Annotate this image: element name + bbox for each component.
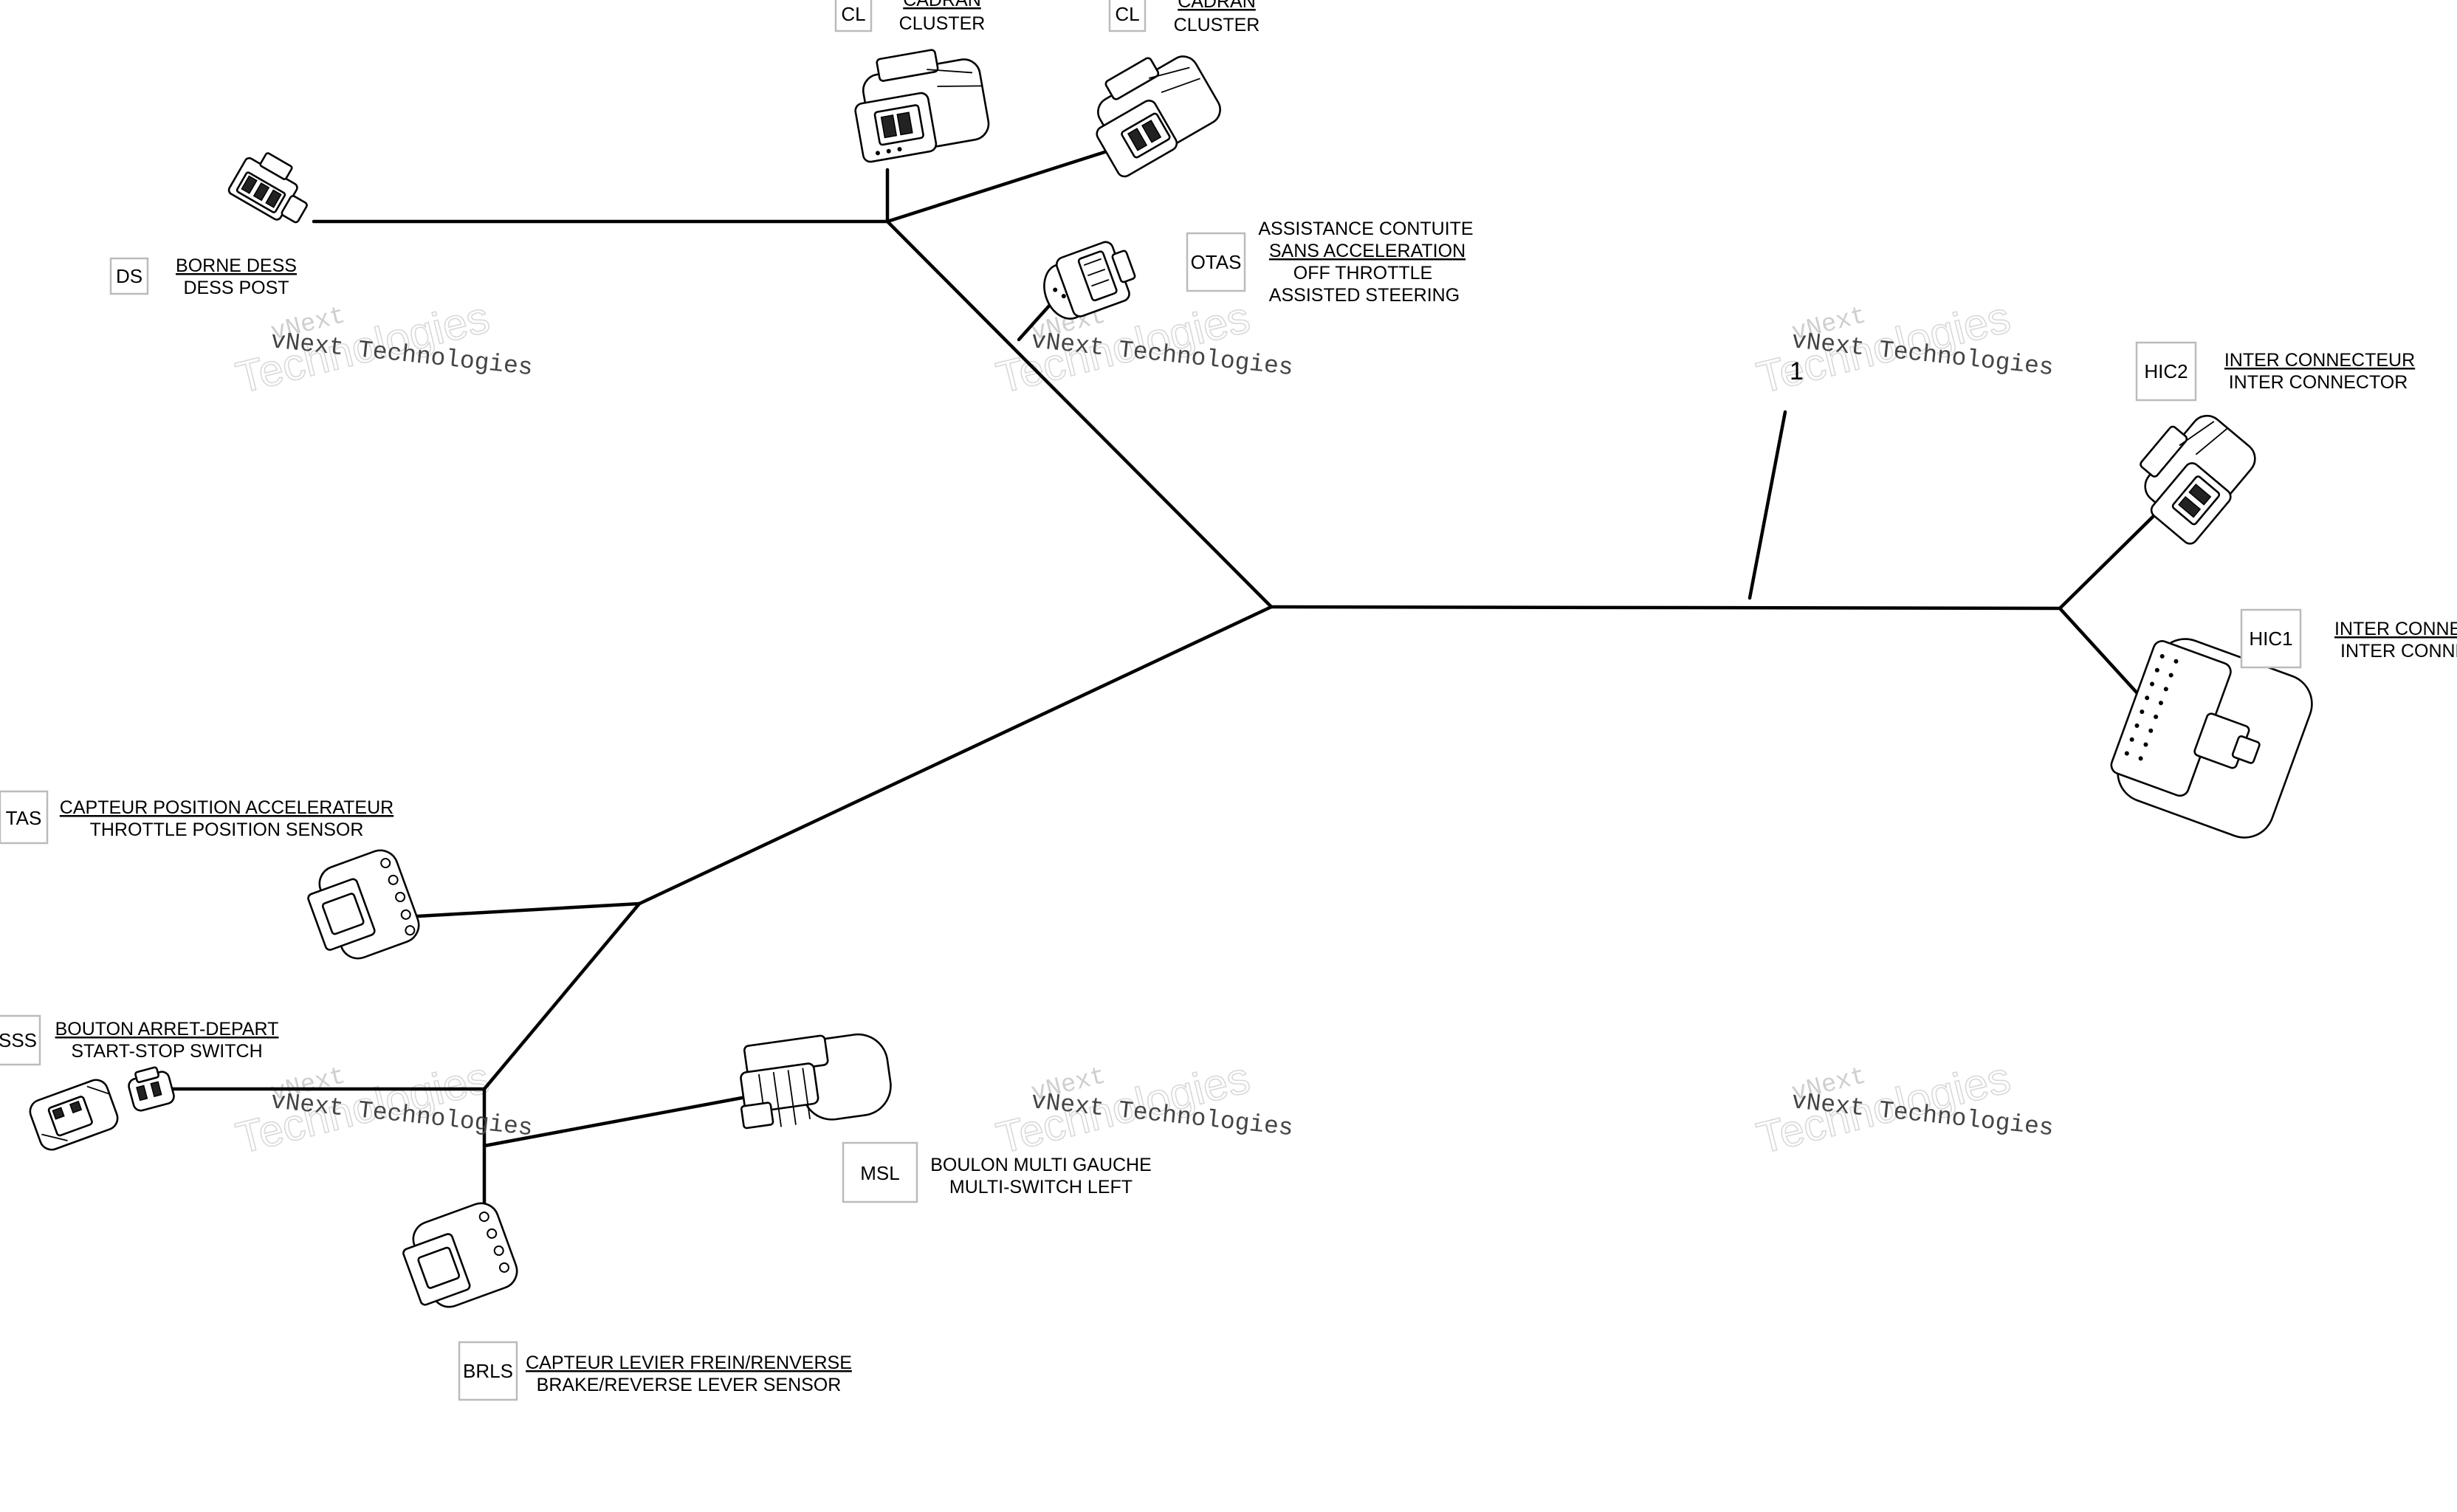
svg-text:CADRAN: CADRAN bbox=[903, 0, 981, 10]
ds-code-box: DS bbox=[109, 257, 149, 295]
wire-hic2 bbox=[2058, 513, 2157, 611]
msl-connector-icon bbox=[740, 1033, 892, 1130]
sss-switch-icon bbox=[29, 1079, 119, 1151]
svg-text:DS: DS bbox=[116, 265, 142, 287]
svg-text:CLUSTER: CLUSTER bbox=[1174, 15, 1260, 35]
svg-text:BRLS: BRLS bbox=[463, 1360, 513, 1382]
wire-callout-leader bbox=[1748, 410, 1787, 600]
svg-text:CADRAN: CADRAN bbox=[1178, 0, 1256, 12]
svg-text:THROTTLE POSITION SENSOR: THROTTLE POSITION SENSOR bbox=[90, 819, 364, 840]
msl-code-box: MSL bbox=[842, 1141, 918, 1203]
brls-connector-icon bbox=[402, 1202, 518, 1308]
svg-text:INTER CONNECTOR: INTER CONNECTOR bbox=[2229, 372, 2408, 393]
wire-cl2 bbox=[885, 145, 1121, 224]
cl1-label: CADRAN CLUSTER bbox=[899, 0, 986, 34]
svg-text:BOUTON ARRET-DEPART: BOUTON ARRET-DEPART bbox=[55, 1019, 279, 1040]
cl2-label: CADRAN CLUSTER bbox=[1174, 0, 1260, 35]
otas-connector-icon bbox=[1043, 241, 1136, 320]
svg-text:CL: CL bbox=[841, 3, 865, 25]
svg-text:CLUSTER: CLUSTER bbox=[899, 13, 986, 34]
hic2-label: INTER CONNECTEUR INTER CONNECTOR bbox=[2224, 350, 2415, 393]
watermark: vNext Technologies bbox=[230, 1052, 495, 1164]
svg-text:DESS POST: DESS POST bbox=[183, 278, 289, 298]
svg-text:START-STOP SWITCH: START-STOP SWITCH bbox=[71, 1041, 262, 1062]
watermark-overlay-group: vNext Technologies vNext Technologies vN… bbox=[269, 327, 2055, 1142]
hic1-code-box: HIC1 bbox=[2240, 608, 2302, 669]
svg-text:HIC1: HIC1 bbox=[2249, 628, 2292, 650]
watermark: vNext Technologies bbox=[1751, 1052, 2016, 1164]
harness-wires bbox=[169, 145, 2157, 1234]
otas-code-box: OTAS bbox=[1186, 232, 1246, 292]
svg-text:BRAKE/REVERSE LEVER SENSOR: BRAKE/REVERSE LEVER SENSOR bbox=[537, 1375, 842, 1395]
hic1-label: INTER CONNE INTER CONNE bbox=[2334, 619, 2457, 662]
svg-text:BORNE DESS: BORNE DESS bbox=[176, 255, 297, 276]
wire-lower-branch bbox=[637, 605, 1274, 906]
svg-text:HIC2: HIC2 bbox=[2144, 360, 2188, 382]
otas-label: ASSISTANCE CONTUITE SANS ACCELERATION OF… bbox=[1258, 219, 1473, 306]
callout-number: 1 bbox=[1790, 357, 1804, 385]
ds-connector-icon bbox=[227, 152, 308, 224]
brls-label: CAPTEUR LEVIER FREIN/RENVERSE BRAKE/REVE… bbox=[526, 1353, 852, 1395]
svg-text:MULTI-SWITCH LEFT: MULTI-SWITCH LEFT bbox=[949, 1177, 1133, 1197]
svg-text:TAS: TAS bbox=[6, 807, 42, 829]
watermark: vNext Technologies bbox=[1751, 292, 2016, 403]
svg-text:CAPTEUR POSITION ACCELERATEUR: CAPTEUR POSITION ACCELERATEUR bbox=[60, 797, 394, 818]
svg-text:OFF THROTTLE: OFF THROTTLE bbox=[1293, 263, 1432, 284]
wire-lower-sub bbox=[482, 901, 642, 1091]
svg-text:BOULON MULTI GAUCHE: BOULON MULTI GAUCHE bbox=[930, 1155, 1152, 1175]
svg-text:CL: CL bbox=[1115, 3, 1139, 25]
svg-text:OTAS: OTAS bbox=[1191, 251, 1242, 273]
sss-label: BOUTON ARRET-DEPART START-STOP SWITCH bbox=[55, 1019, 279, 1062]
tas-label: CAPTEUR POSITION ACCELERATEUR THROTTLE P… bbox=[60, 797, 394, 840]
tas-connector-icon bbox=[307, 849, 420, 960]
cl2-code-box: CL bbox=[1108, 0, 1147, 32]
wire-main-trunk bbox=[1269, 605, 2062, 611]
cl1-connector-icon bbox=[854, 49, 990, 163]
svg-text:CAPTEUR LEVIER FREIN/RENVERSE: CAPTEUR LEVIER FREIN/RENVERSE bbox=[526, 1353, 852, 1373]
svg-text:ASSISTED STEERING: ASSISTED STEERING bbox=[1269, 285, 1460, 306]
watermark: vNext Technologies bbox=[991, 1052, 1255, 1164]
hic1-connector-icon bbox=[2110, 638, 2313, 839]
tas-code-box: TAS bbox=[0, 790, 49, 845]
svg-text:INTER CONNE: INTER CONNE bbox=[2340, 641, 2457, 662]
wire-tas bbox=[402, 901, 642, 919]
svg-text:SSS: SSS bbox=[0, 1029, 37, 1051]
sss-connector-icon bbox=[128, 1066, 175, 1112]
msl-label: BOULON MULTI GAUCHE MULTI-SWITCH LEFT bbox=[930, 1155, 1152, 1197]
ds-label: BORNE DESS DESS POST bbox=[176, 255, 297, 298]
wire-hic1 bbox=[2058, 606, 2147, 704]
svg-text:INTER CONNE: INTER CONNE bbox=[2334, 619, 2457, 639]
svg-text:SANS ACCELERATION: SANS ACCELERATION bbox=[1269, 241, 1465, 261]
hic2-code-box: HIC2 bbox=[2135, 341, 2197, 402]
cl2-connector-icon bbox=[1096, 55, 1221, 178]
hic2-connector-icon bbox=[2140, 414, 2256, 545]
wire-msl bbox=[482, 1096, 744, 1148]
svg-text:MSL: MSL bbox=[860, 1162, 899, 1184]
wire-upper-branch bbox=[885, 219, 1274, 609]
sss-code-box: SSS bbox=[0, 1014, 41, 1066]
svg-text:INTER CONNECTEUR: INTER CONNECTEUR bbox=[2224, 350, 2415, 371]
cl1-code-box: CL bbox=[834, 0, 873, 32]
svg-text:ASSISTANCE CONTUITE: ASSISTANCE CONTUITE bbox=[1258, 219, 1473, 239]
brls-code-box: BRLS bbox=[458, 1341, 518, 1401]
watermark-group: vNext Technologies vNext Technologies vN… bbox=[230, 292, 2016, 1164]
